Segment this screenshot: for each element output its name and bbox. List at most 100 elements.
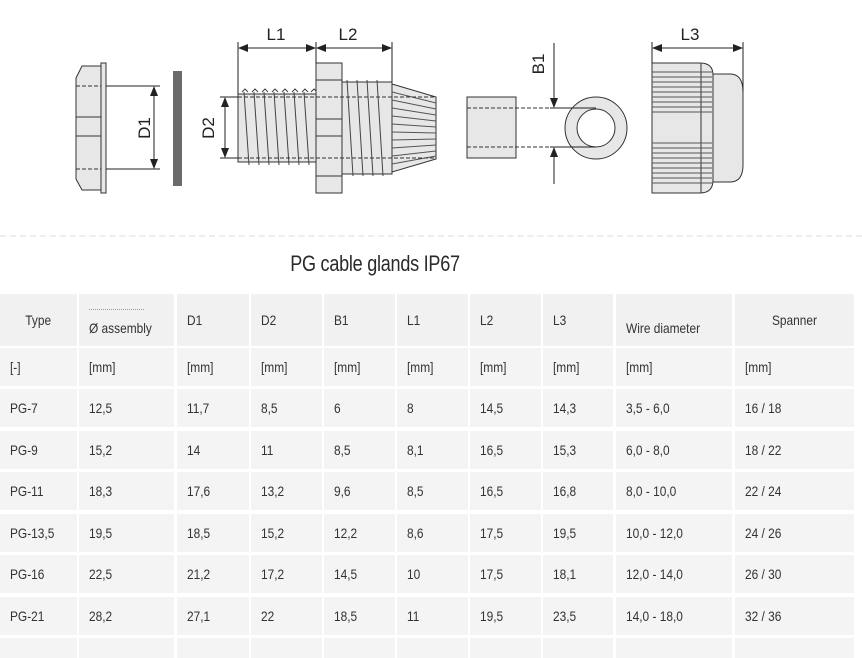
cell-assembly: 19,5 — [79, 513, 174, 552]
cell-spanner: 24 / 26 — [735, 513, 854, 552]
column-header-label: D1 — [187, 312, 203, 328]
b1-label: B1 — [529, 54, 548, 75]
cell-l3: 16,8 — [543, 472, 613, 510]
cell-value: 22 — [261, 607, 275, 624]
page-title: PG cable glands IP67 — [290, 251, 460, 276]
header-cell-wire-diameter: Wire diameter — [616, 294, 732, 346]
cell-value: PG-21 — [10, 607, 45, 624]
cell-value: [mm] — [261, 359, 288, 375]
cell-empty — [177, 638, 249, 658]
cell-value: 12,5 — [89, 400, 113, 416]
cell-value: 18,1 — [553, 566, 577, 582]
cell-value: 10,0 - 12,0 — [626, 524, 683, 541]
cell-l2: 17,5 — [470, 555, 541, 593]
cell-value: [mm] — [334, 359, 361, 375]
cell-b1: 12,2 — [324, 513, 395, 552]
cell-value: 10 — [407, 566, 421, 582]
cell-l3: 23,5 — [543, 596, 613, 635]
l1-label: L1 — [267, 25, 286, 44]
cell-value: 14,3 — [553, 400, 577, 416]
cell-wire-diameter: 3,5 - 6,0 — [616, 389, 732, 427]
cell-value: 9,6 — [334, 483, 351, 499]
cell-value: [mm] — [626, 359, 653, 375]
cell-l1: 8,6 — [397, 513, 468, 552]
cell-d2: 15,2 — [251, 513, 322, 552]
cell-value: 17,5 — [480, 566, 504, 582]
header-cell-type: Type — [0, 294, 77, 346]
cell-value: 22 / 24 — [745, 483, 782, 499]
cell-value: 14,5 — [480, 400, 504, 416]
cell-spanner: 32 / 36 — [735, 596, 854, 635]
cell-type: PG-9 — [0, 430, 77, 469]
header-cell-d2: D2 — [251, 294, 322, 346]
cell-l2: 17,5 — [470, 513, 541, 552]
cell-spanner: 16 / 18 — [735, 389, 854, 427]
cell-value: 16,5 — [480, 441, 504, 458]
cell-d1: [mm] — [177, 348, 249, 386]
cell-l3: 15,3 — [543, 430, 613, 469]
cell-value: 8,5 — [261, 400, 278, 416]
l3-dimension — [651, 42, 744, 92]
cell-empty — [0, 638, 77, 658]
cable-gland-technical-drawing: D1 L1 — [75, 25, 744, 194]
cell-type: [-] — [0, 348, 77, 386]
cell-value: [mm] — [480, 359, 507, 375]
cell-value: 11,7 — [187, 400, 210, 416]
cell-value: 8,0 - 10,0 — [626, 483, 677, 499]
cell-type: PG-7 — [0, 389, 77, 427]
cell-value: [mm] — [745, 359, 772, 375]
cell-value: 11 — [407, 607, 420, 624]
cell-value: 3,5 - 6,0 — [626, 400, 670, 416]
cell-l3: 18,1 — [543, 555, 613, 593]
cell-value: [mm] — [407, 359, 434, 375]
cell-assembly: [mm] — [79, 348, 174, 386]
cell-value: 12,2 — [334, 524, 358, 541]
cell-value: 18,3 — [89, 483, 113, 499]
cell-value: 8,1 — [407, 441, 424, 458]
column-header-label: Wire diameter — [626, 320, 701, 336]
column-header-label: B1 — [334, 312, 349, 328]
cell-value: 18,5 — [187, 524, 211, 541]
cell-d2: 8,5 — [251, 389, 322, 427]
cell-value: 18,5 — [334, 607, 358, 624]
cell-value: PG-9 — [10, 441, 38, 458]
column-header-label: Type — [25, 312, 52, 328]
cell-assembly: 28,2 — [79, 596, 174, 635]
cell-l3: 19,5 — [543, 513, 613, 552]
cell-b1: 8,5 — [324, 430, 395, 469]
column-header-label: L1 — [407, 312, 421, 328]
cell-value: 8,5 — [334, 441, 351, 458]
cell-d1: 21,2 — [177, 555, 249, 593]
cell-value: 15,2 — [261, 524, 285, 541]
header-cell-l1: L1 — [397, 294, 468, 346]
cell-value: 17,2 — [261, 566, 285, 582]
cell-value: 11 — [261, 441, 274, 458]
cell-empty — [470, 638, 541, 658]
cell-value: 26 / 30 — [745, 566, 782, 582]
cell-assembly: 18,3 — [79, 472, 174, 510]
cell-spanner: [mm] — [735, 348, 854, 386]
cell-empty — [251, 638, 322, 658]
cell-value: 6,0 - 8,0 — [626, 441, 670, 458]
cell-assembly: 12,5 — [79, 389, 174, 427]
cell-b1: [mm] — [324, 348, 395, 386]
cell-value: [-] — [10, 359, 21, 375]
l1-l2-dimension — [237, 42, 393, 94]
cell-spanner: 18 / 22 — [735, 430, 854, 469]
cell-wire-diameter: 14,0 - 18,0 — [616, 596, 732, 635]
gasket-drawing — [173, 71, 182, 186]
cell-assembly: 22,5 — [79, 555, 174, 593]
cell-value: 8 — [407, 400, 414, 416]
cell-d1: 14 — [177, 430, 249, 469]
cell-value: 16,8 — [553, 483, 577, 499]
cell-l2: 16,5 — [470, 472, 541, 510]
header-cell-b1: B1 — [324, 294, 395, 346]
cell-value: 15,3 — [553, 441, 577, 458]
cell-value: 18 / 22 — [745, 441, 782, 458]
cell-empty — [397, 638, 468, 658]
cell-empty — [735, 638, 854, 658]
cell-empty — [616, 638, 732, 658]
cell-d2: 11 — [251, 430, 322, 469]
cell-l3: 14,3 — [543, 389, 613, 427]
cell-empty — [324, 638, 395, 658]
